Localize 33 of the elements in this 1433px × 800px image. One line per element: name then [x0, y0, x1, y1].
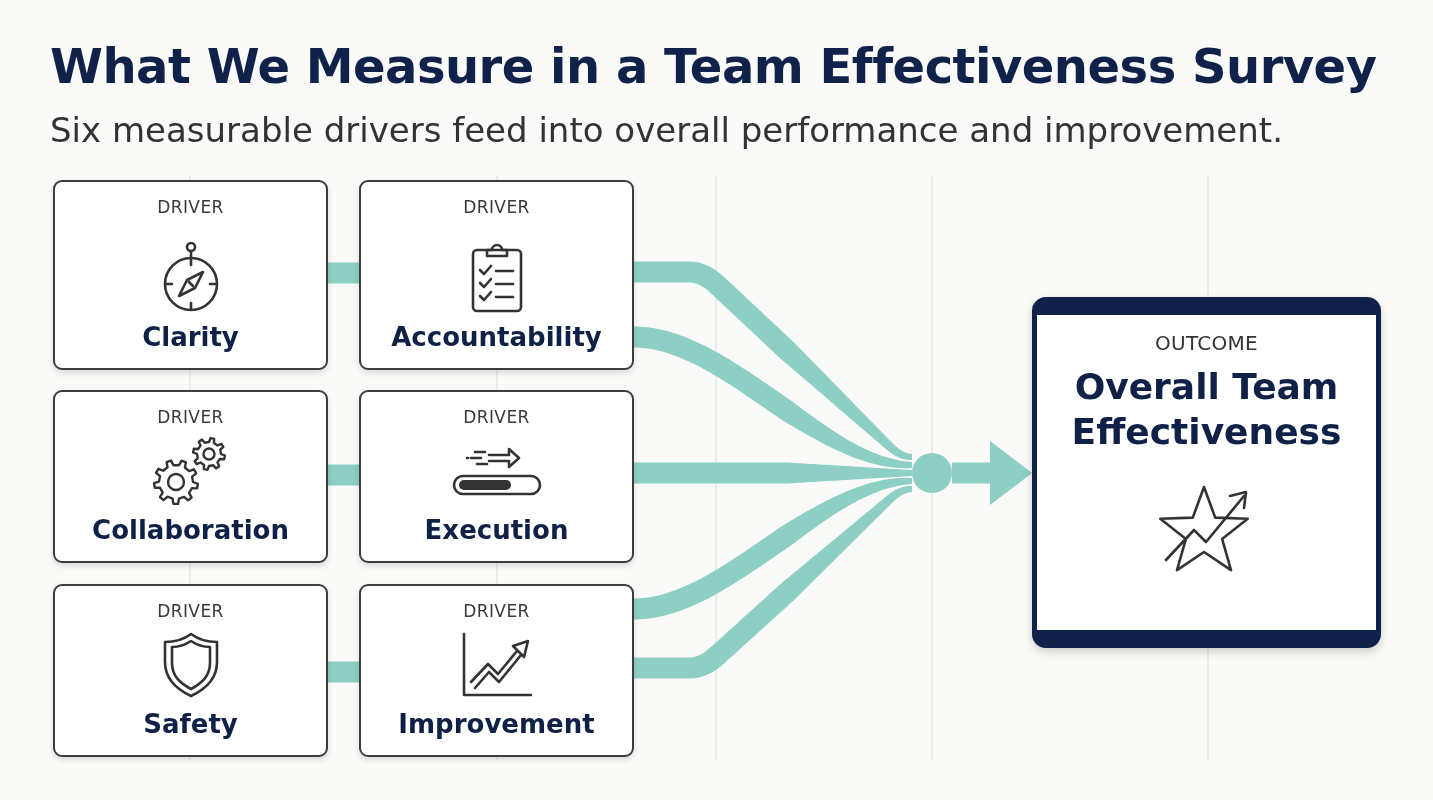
connector-band	[633, 326, 912, 469]
arrow	[952, 441, 1032, 505]
driver-card	[359, 180, 634, 370]
title: What We Measure in a Team Effectiveness Survey	[50, 37, 1377, 95]
connector-band	[634, 486, 913, 679]
driver-card	[53, 584, 328, 757]
card-title: Collaboration	[92, 514, 289, 547]
card-label: DRIVER	[463, 600, 530, 622]
card-title: Execution	[424, 514, 569, 547]
card-title: Accountability	[391, 321, 602, 354]
connector-band	[634, 462, 912, 484]
junction-dot	[912, 453, 952, 493]
driver-card	[53, 390, 328, 563]
card-label: DRIVER	[463, 196, 530, 218]
connector-band	[633, 477, 912, 620]
card-label: DRIVER	[157, 600, 224, 622]
connector-band	[328, 262, 359, 284]
connector-band	[634, 261, 913, 460]
card-title: Improvement	[398, 708, 595, 741]
card-label: OUTCOME	[1154, 331, 1259, 355]
driver-card	[359, 390, 634, 563]
outcome-card	[1032, 297, 1381, 648]
subtitle: Six measurable drivers feed into overall performance and improvement.	[50, 110, 1283, 150]
driver-card	[53, 180, 328, 370]
card-title: Clarity	[142, 321, 239, 354]
card-label: DRIVER	[157, 196, 224, 218]
card-title: Safety	[143, 708, 238, 741]
driver-card	[359, 584, 634, 757]
card-title: Overall Team Effectiveness	[1070, 365, 1343, 454]
card-label: DRIVER	[463, 406, 530, 428]
connector-band	[328, 464, 359, 486]
card-label: DRIVER	[157, 406, 224, 428]
connector-band	[328, 661, 359, 683]
